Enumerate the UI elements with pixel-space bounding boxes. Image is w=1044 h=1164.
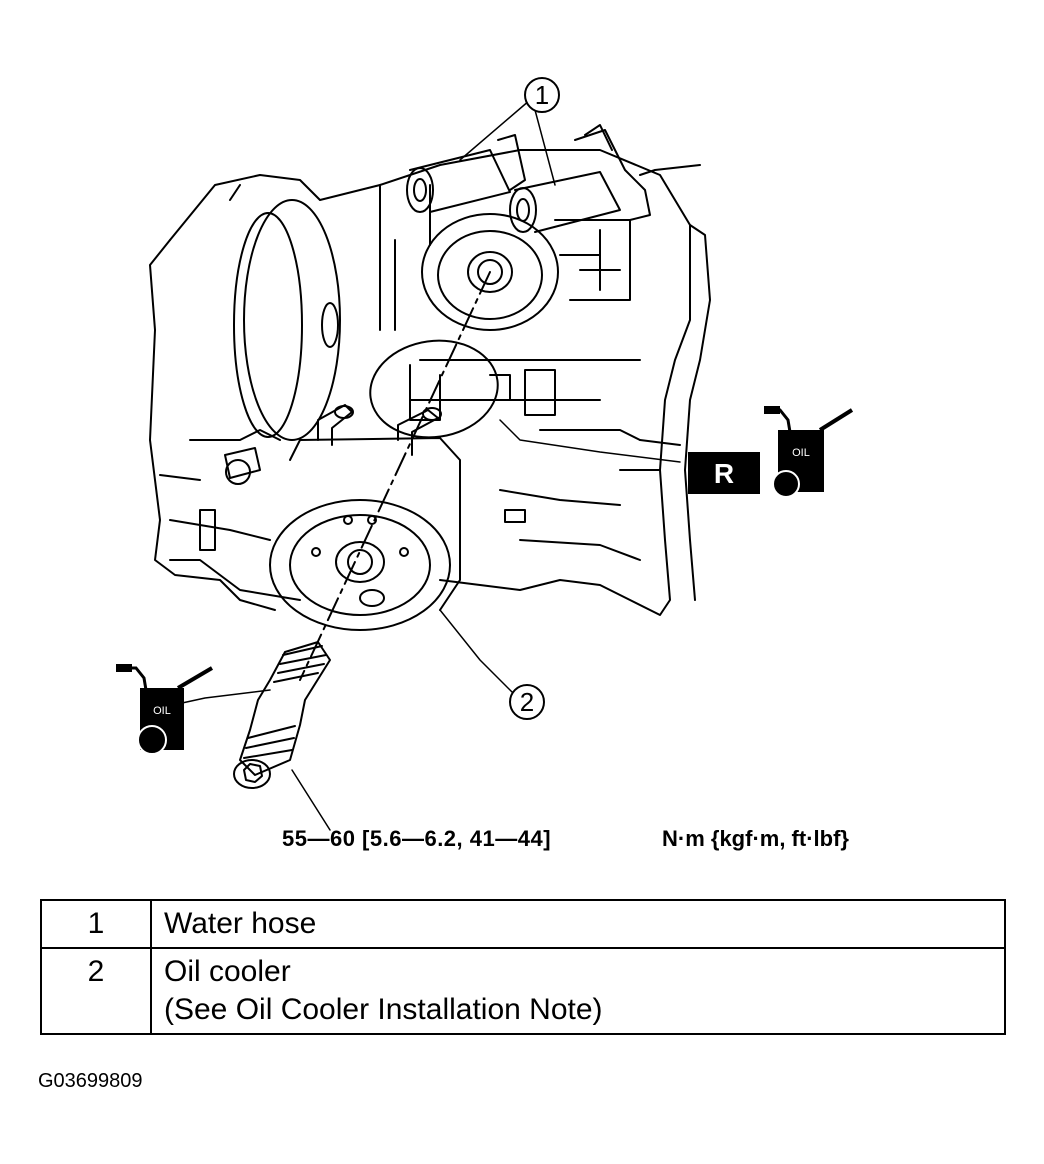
- water-hoses: [406, 124, 651, 233]
- torque-unit: N·m {kgf·m, ft·lbf}: [662, 826, 849, 851]
- table-row: 2 Oil cooler (See Oil Cooler Installatio…: [40, 947, 1006, 1035]
- part-description: Oil cooler (See Oil Cooler Installation …: [150, 947, 1006, 1035]
- svg-text:OIL: OIL: [153, 705, 171, 717]
- svg-text:2: 2: [520, 687, 534, 717]
- part-number: 1: [40, 899, 152, 949]
- callout-2: 2: [509, 684, 545, 720]
- oil-can-icon: OIL: [764, 406, 854, 498]
- block-bolts: [199, 447, 526, 551]
- engine-oil-cooler-diagram: 1 2 R OIL OIL: [116, 77, 854, 831]
- parts-table: 1 Water hose 2 Oil cooler (See Oil Coole…: [40, 899, 1006, 1035]
- svg-text:1: 1: [535, 80, 549, 110]
- svg-text:OIL: OIL: [792, 447, 810, 459]
- part-description: Water hose: [150, 899, 1006, 949]
- engine-block: [149, 149, 711, 616]
- table-row: 1 Water hose: [40, 899, 1006, 949]
- figure-id: G03699809: [38, 1070, 143, 1092]
- svg-text:R: R: [714, 458, 734, 489]
- mounting-pad: [421, 213, 559, 331]
- o-ring: [369, 339, 499, 439]
- center-axis: [299, 271, 491, 681]
- part-number: 2: [40, 947, 152, 1035]
- callout-1: 1: [524, 77, 560, 113]
- torque-spec: 55—60 [5.6—6.2, 41—44]: [282, 826, 552, 851]
- oil-cooler: [269, 404, 461, 631]
- oil-can-icon: OIL: [116, 664, 214, 755]
- pulley: [233, 199, 341, 441]
- replace-part-mark: R: [688, 452, 760, 494]
- center-bolt: [233, 641, 331, 789]
